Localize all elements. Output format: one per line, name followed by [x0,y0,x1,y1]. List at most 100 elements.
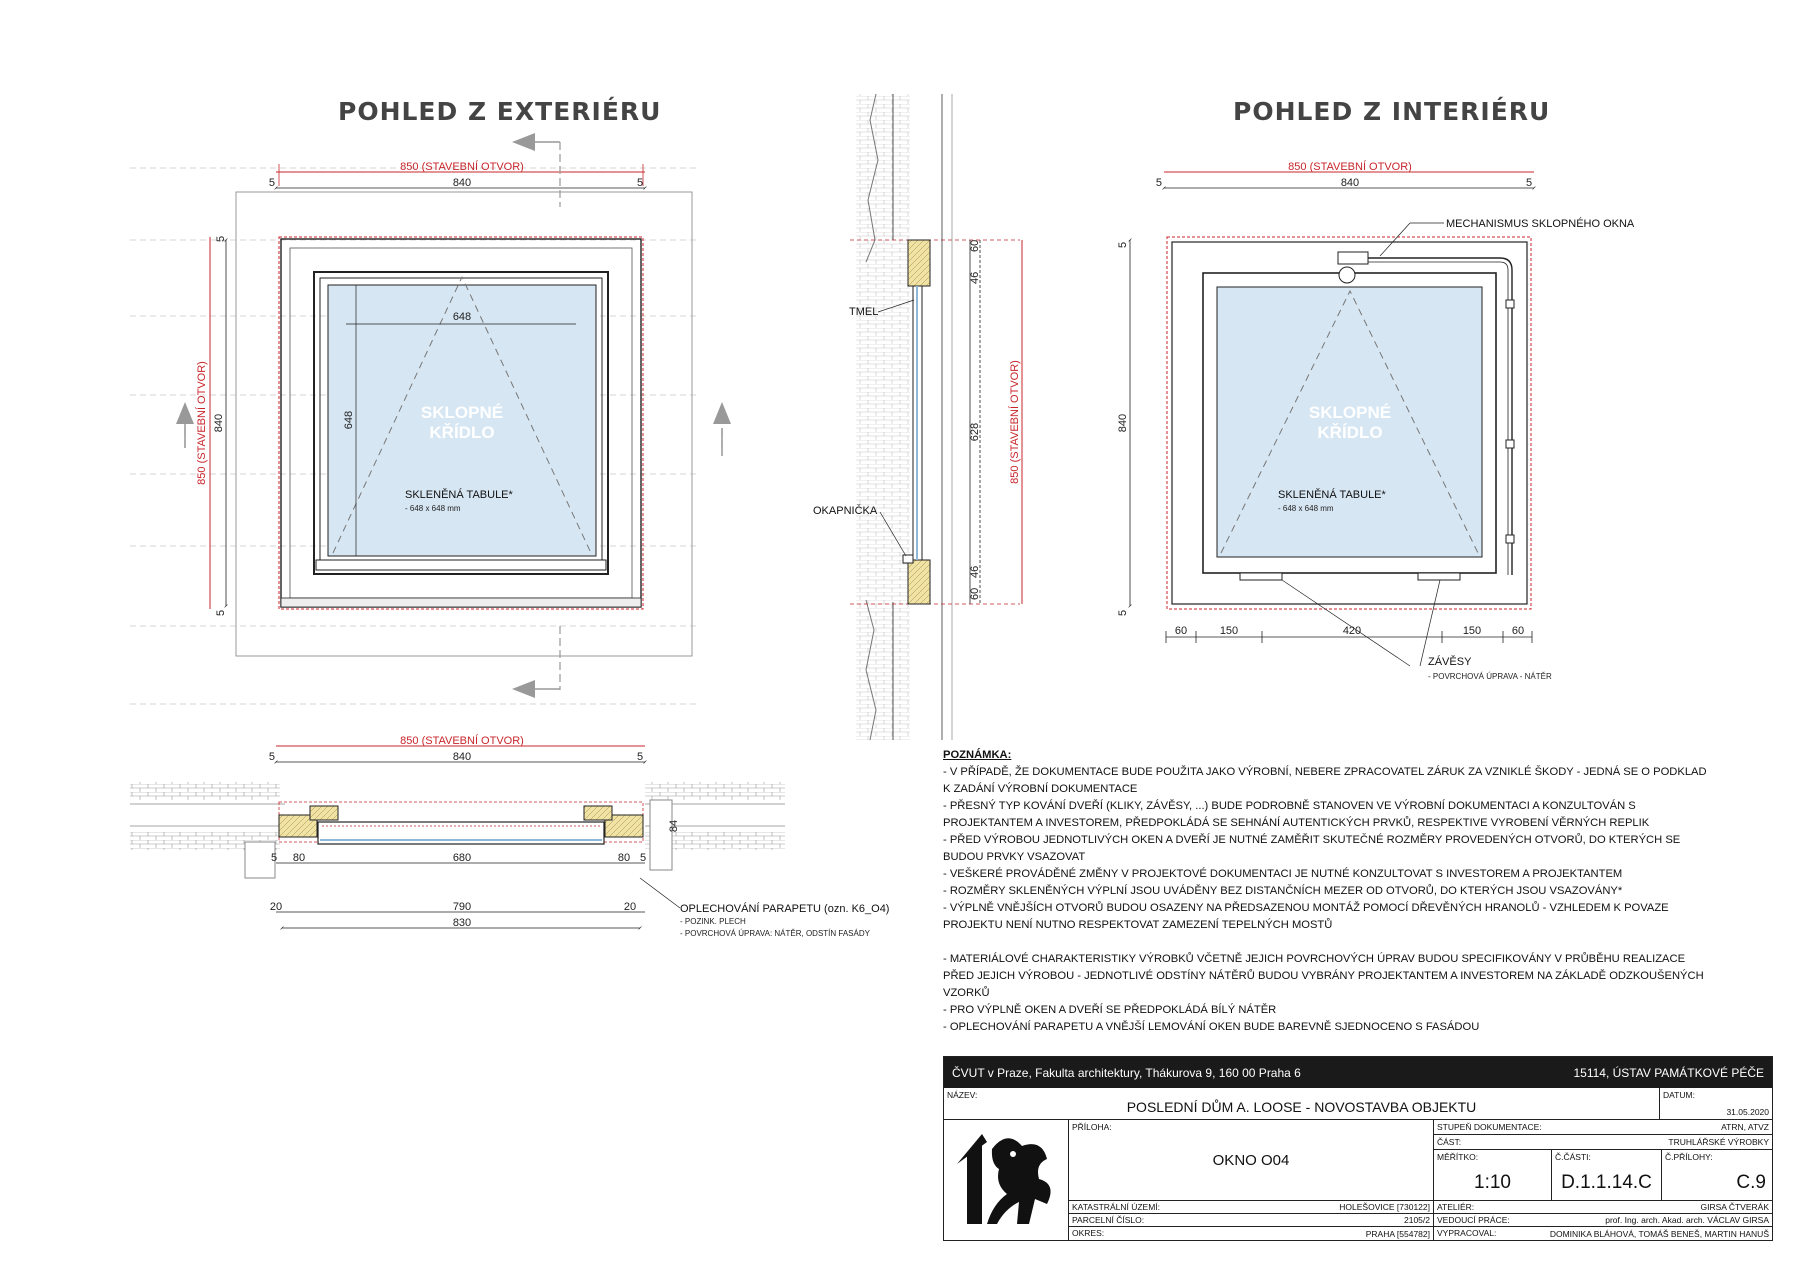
supervisor-cell: VEDOUCÍ PRÁCE: prof. Ing. arch. Akad. ar… [1434,1214,1772,1227]
plan-840: 840 [453,751,471,763]
flashing-note-1: - POZINK. PLECH [680,917,746,926]
note-line: - VÝPLNĚ VNĚJŠÍCH OTVORŮ BUDOU OSAZENY N… [943,902,1669,914]
plan-790: 790 [453,901,471,913]
part-cell: ČÁST: TRUHLÁŘSKÉ VÝROBKY [1434,1135,1772,1150]
note-line: - OPLECHOVÁNÍ PARAPETU A VNĚJŠÍ LEMOVÁNÍ… [943,1021,1480,1033]
interior-sash-label-2: KŘÍDLO [1317,423,1382,442]
note-line: - MATERIÁLOVÉ CHARAKTERISTIKY VÝROBKŮ VČ… [943,953,1686,965]
note-line: - PŘED VÝROBOU JEDNOTLIVÝCH OKEN A DVEŘÍ… [943,834,1681,846]
district-cell: OKRES: PRAHA [554782] [1069,1227,1434,1240]
interior-840-top: 840 [1341,177,1359,189]
exterior-5-left: 5 [269,177,275,189]
interior-60-left: 60 [1175,625,1187,637]
interior-5-top: 5 [1117,242,1129,248]
exterior-opening-top: 850 (STAVEBNÍ OTVOR) [400,160,524,173]
scale-value: 1:10 [1474,1172,1511,1193]
exterior-5-right: 5 [637,177,643,189]
note-line: - VEŠKERÉ PROVÁDĚNÉ ZMĚNY V PROJEKTOVÉ D… [943,868,1623,880]
scale-cell: MĚŘÍTKO: 1:10 [1434,1150,1552,1201]
exterior-glass-size: - 648 x 648 mm [405,504,461,513]
flashing-label: OPLECHOVÁNÍ PARAPETU (ozn. K6_O4) [680,902,889,915]
interior-glass-label: SKLENĚNÁ TABULE* [1278,488,1387,501]
plan-opening: 850 (STAVEBNÍ OTVOR) [400,734,524,747]
exterior-648-h: 648 [453,311,471,323]
interior-glass-size: - 648 x 648 mm [1278,504,1334,513]
date-value: 31.05.2020 [1726,1107,1769,1117]
exterior-5-bottom: 5 [215,610,227,616]
plan-830: 830 [453,917,471,929]
hinges-note: - POVRCHOVÁ ÚPRAVA - NÁTĚR [1428,672,1552,681]
notes-group-1: - V PŘÍPADĚ, ŽE DOKUMENTACE BUDE POUŽITA… [943,764,1763,934]
note-line: VZORKŮ [943,987,990,999]
atelier-cell: ATELIÉR: GIRSA ČTVERÁK [1434,1201,1772,1214]
part-number-value: D.1.1.14.C [1561,1172,1652,1193]
interior-opening-top: 850 (STAVEBNÍ OTVOR) [1288,160,1412,173]
note-line: PROJEKTU NENÍ NUTNO RESPEKTOVAT ZAMEZENÍ… [943,919,1333,931]
note-line: PROJEKTANTEM A INVESTOREM, PŘEDPOKLÁDÁ S… [943,817,1650,829]
plan-680: 680 [453,852,471,864]
exterior-sash-label-2: KŘÍDLO [429,423,494,442]
exterior-title: POHLED Z EXTERIÉRU [338,97,661,126]
notes-block: POZNÁMKA: - V PŘÍPADĚ, ŽE DOKUMENTACE BU… [943,747,1763,1036]
interior-420: 420 [1343,625,1361,637]
exterior-opening-left: 850 (STAVEBNÍ OTVOR) [195,361,208,485]
notes-heading: POZNÁMKA: [943,749,1012,761]
section-628: 628 [969,423,981,441]
logo-cell [944,1120,1069,1240]
interior-60-right: 60 [1512,625,1524,637]
note-line: - PRO VÝPLNĚ OKEN A DVEŘÍ SE PŘEDPOKLÁDÁ… [943,1004,1277,1016]
interior-sash-label-1: SKLOPNÉ [1309,403,1391,422]
annex-cell: PŘÍLOHA: OKNO O04 [1069,1120,1434,1201]
stage-cell: STUPEŇ DOKUMENTACE: ATRN, ATVZ [1434,1120,1772,1135]
department: 15114, ÚSTAV PAMÁTKOVÉ PÉČE [1573,1065,1764,1080]
plan-5-b: 5 [640,852,646,864]
note-line: PŘED JEJICH VÝROBOU - JEDNOTLIVÉ ODSTÍNY… [943,970,1704,982]
interior-view: SKLOPNÉ KŘÍDLO SKLENĚNÁ TABULE* - 648 x … [1117,160,1635,681]
exterior-840-top: 840 [453,177,471,189]
interior-5-left: 5 [1156,177,1162,189]
interior-840-left: 840 [1117,414,1129,432]
interior-title: POHLED Z INTERIÉRU [1233,97,1550,126]
hinges-label: ZÁVĚSY [1428,655,1472,668]
plan-5-a: 5 [271,852,277,864]
flashing-note-2: - POVRCHOVÁ ÚPRAVA: NÁTĚR, ODSTÍN FASÁDY [680,929,871,938]
exterior-sash-label-1: SKLOPNÉ [421,403,503,422]
section-60-bottom: 60 [969,588,981,600]
note-line: BUDOU PRVKY VSAZOVAT [943,851,1086,863]
annex-number-cell: Č.PŘÍLOHY: C.9 [1662,1150,1772,1201]
plan-80-right: 80 [618,852,630,864]
project-name: POSLEDNÍ DŮM A. LOOSE - NOVOSTAVBA OBJEK… [1126,1099,1477,1115]
parcel-cell: PARCELNÍ ČÍSLO: 2105/2 [1069,1214,1434,1227]
plan-20-left: 20 [270,901,282,913]
plan-20-right: 20 [624,901,636,913]
plan-section: 850 (STAVEBNÍ OTVOR) 840 5 5 5 80 680 80… [130,734,889,938]
note-line: K ZADÁNÍ VÝROBNÍ DOKUMENTACE [943,783,1138,795]
note-line: - ROZMĚRY SKLENĚNÝCH VÝPLNÍ JSOU UVÁDĚNY… [943,885,1623,897]
vertical-section: 60 46 628 46 60 850 (STAVEBNÍ OTVOR) TME… [813,93,1023,741]
section-okapnicka-label: OKAPNIČKA [813,504,878,517]
section-tmel-label: TMEL [849,306,878,318]
plan-5-right: 5 [637,751,643,763]
plan-80-left: 80 [293,852,305,864]
section-46-top: 46 [969,272,981,284]
interior-150-left: 150 [1220,625,1238,637]
interior-5-bottom: 5 [1117,610,1129,616]
part-number-cell: Č.ČÁSTI: D.1.1.14.C [1552,1150,1662,1201]
plan-84: 84 [668,820,680,832]
plan-5-left: 5 [269,751,275,763]
cadastre-cell: KATASTRÁLNÍ ÚZEMÍ: HOLEŠOVICE [730122] [1069,1201,1434,1214]
authors-cell: VYPRACOVAL: DOMINIKA BLÁHOVÁ, TOMÁŠ BENE… [1437,1228,1769,1239]
notes-group-2: - MATERIÁLOVÉ CHARAKTERISTIKY VÝROBKŮ VČ… [943,951,1763,1036]
section-46-bottom: 46 [969,566,981,578]
interior-150-right: 150 [1463,625,1481,637]
title-block: ČVUT v Praze, Fakulta architektury, Thák… [943,1056,1773,1241]
title-block-header: ČVUT v Praze, Fakulta architektury, Thák… [944,1057,1772,1088]
exterior-5-top: 5 [215,236,227,242]
exterior-glass-label: SKLENĚNÁ TABULE* [405,488,514,501]
school-name: ČVUT v Praze, Fakulta architektury, Thák… [952,1065,1301,1080]
section-60-top: 60 [969,240,981,252]
section-opening: 850 (STAVEBNÍ OTVOR) [1008,360,1021,484]
mechanism-label: MECHANISMUS SKLOPNÉHO OKNA [1446,217,1635,230]
exterior-840-left: 840 [213,414,225,432]
interior-5-right: 5 [1526,177,1532,189]
